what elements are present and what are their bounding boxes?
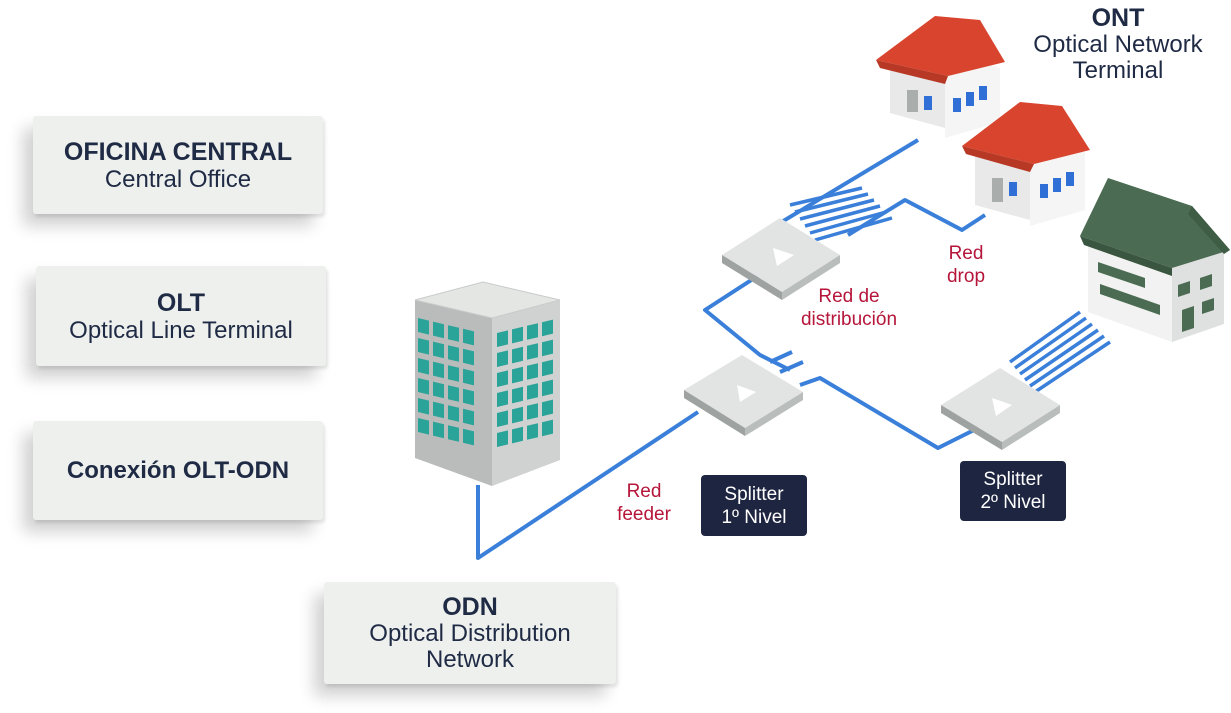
- card-title: Conexión OLT-ODN: [66, 456, 290, 484]
- window: [527, 323, 538, 340]
- splitter-line: Splitter: [724, 483, 784, 505]
- window: [527, 383, 538, 400]
- card-subtitle: Central Office: [104, 165, 252, 193]
- building-icon-green-roof: [1080, 178, 1230, 342]
- label-line: Red: [948, 243, 984, 264]
- drop-fiber-b: [846, 198, 987, 237]
- central-office-building: [414, 281, 561, 486]
- splitter-2-label-box: Splitter 2º Nivel: [960, 461, 1066, 521]
- window: [433, 381, 444, 399]
- window: [497, 370, 508, 387]
- window: [433, 421, 444, 439]
- window: [512, 386, 523, 404]
- splitter-line: Splitter: [983, 469, 1043, 490]
- window: [418, 378, 429, 395]
- distribution-fiber-upper: [703, 266, 791, 372]
- label-red-feeder: Red feeder: [604, 480, 684, 526]
- window: [448, 325, 459, 342]
- card-title: ODN: [442, 593, 498, 621]
- window: [463, 408, 474, 426]
- splitter-device-1: [684, 355, 803, 436]
- window: [448, 365, 459, 382]
- card-odn: ODN Optical Distribution Network: [324, 582, 616, 684]
- window: [497, 430, 508, 447]
- window: [512, 426, 523, 444]
- window: [433, 401, 444, 419]
- window: [418, 418, 429, 435]
- window: [497, 410, 508, 427]
- house-icon-middle: [962, 102, 1090, 226]
- fiber-lines: [476, 138, 987, 560]
- label-red-distribucion: Red de distribución: [785, 285, 913, 331]
- building-right-windows: [497, 319, 553, 447]
- splitter-line: 1º Nivel: [721, 506, 787, 528]
- window: [463, 328, 474, 346]
- window: [542, 339, 553, 357]
- window: [542, 319, 553, 337]
- window: [527, 363, 538, 380]
- window: [463, 428, 474, 446]
- window: [542, 379, 553, 397]
- window: [497, 330, 508, 347]
- window: [463, 368, 474, 386]
- splitter-device-2: [941, 368, 1060, 450]
- ont-title: ONT: [1091, 4, 1145, 32]
- label-line: Red: [626, 481, 662, 502]
- window: [433, 361, 444, 379]
- window: [418, 318, 429, 335]
- window: [512, 406, 523, 424]
- feeder-fiber: [476, 410, 700, 560]
- window: [433, 341, 444, 359]
- window: [418, 338, 429, 355]
- window: [433, 321, 444, 339]
- label-line: drop: [946, 266, 986, 287]
- building-left-windows: [418, 318, 474, 446]
- card-subtitle-line2: Network: [425, 646, 515, 673]
- window: [542, 399, 553, 417]
- distribution-fiber-lower: [799, 376, 979, 450]
- window: [527, 343, 538, 360]
- label-red-drop: Red drop: [930, 242, 1002, 288]
- fanout-upper: [789, 186, 893, 242]
- label-line: feeder: [617, 504, 671, 525]
- window: [418, 358, 429, 375]
- card-title: OFICINA CENTRAL: [63, 137, 293, 166]
- window: [527, 423, 538, 440]
- window: [448, 405, 459, 422]
- window: [542, 359, 553, 377]
- splitter1-stub-b: [779, 360, 804, 374]
- card-subtitle-line1: Optical Distribution: [369, 620, 571, 647]
- window: [542, 419, 553, 437]
- splitter-line: 2º Nivel: [980, 492, 1046, 513]
- window: [497, 390, 508, 407]
- window: [463, 348, 474, 366]
- drop-fiber-a: [758, 138, 920, 237]
- ont-label: ONT Optical Network Terminal: [1010, 4, 1226, 84]
- card-subtitle: Optical Line Terminal: [69, 316, 293, 344]
- window: [512, 346, 523, 364]
- window: [497, 350, 508, 367]
- window: [512, 366, 523, 384]
- card-title: OLT: [156, 288, 206, 317]
- splitter-1-label-box: Splitter 1º Nivel: [701, 475, 807, 536]
- window: [512, 326, 523, 344]
- fanout-lower: [1008, 310, 1111, 394]
- ont-subtitle-line2: Terminal: [1072, 57, 1164, 84]
- card-oficina-central: OFICINA CENTRAL Central Office: [33, 116, 323, 214]
- window: [448, 425, 459, 442]
- splitter-device-upper: [722, 218, 840, 300]
- label-line: distribución: [800, 309, 898, 330]
- window: [527, 403, 538, 420]
- card-conexion-olt-odn: Conexión OLT-ODN: [33, 421, 323, 520]
- window: [448, 345, 459, 362]
- house-icon-top: [876, 16, 1005, 138]
- label-line: Red de: [818, 286, 880, 307]
- ont-subtitle-line1: Optical Network: [1033, 31, 1203, 58]
- window: [463, 388, 474, 406]
- splitter1-stub-a: [769, 350, 793, 364]
- window: [418, 398, 429, 415]
- window: [448, 385, 459, 402]
- card-olt: OLT Optical Line Terminal: [36, 266, 326, 366]
